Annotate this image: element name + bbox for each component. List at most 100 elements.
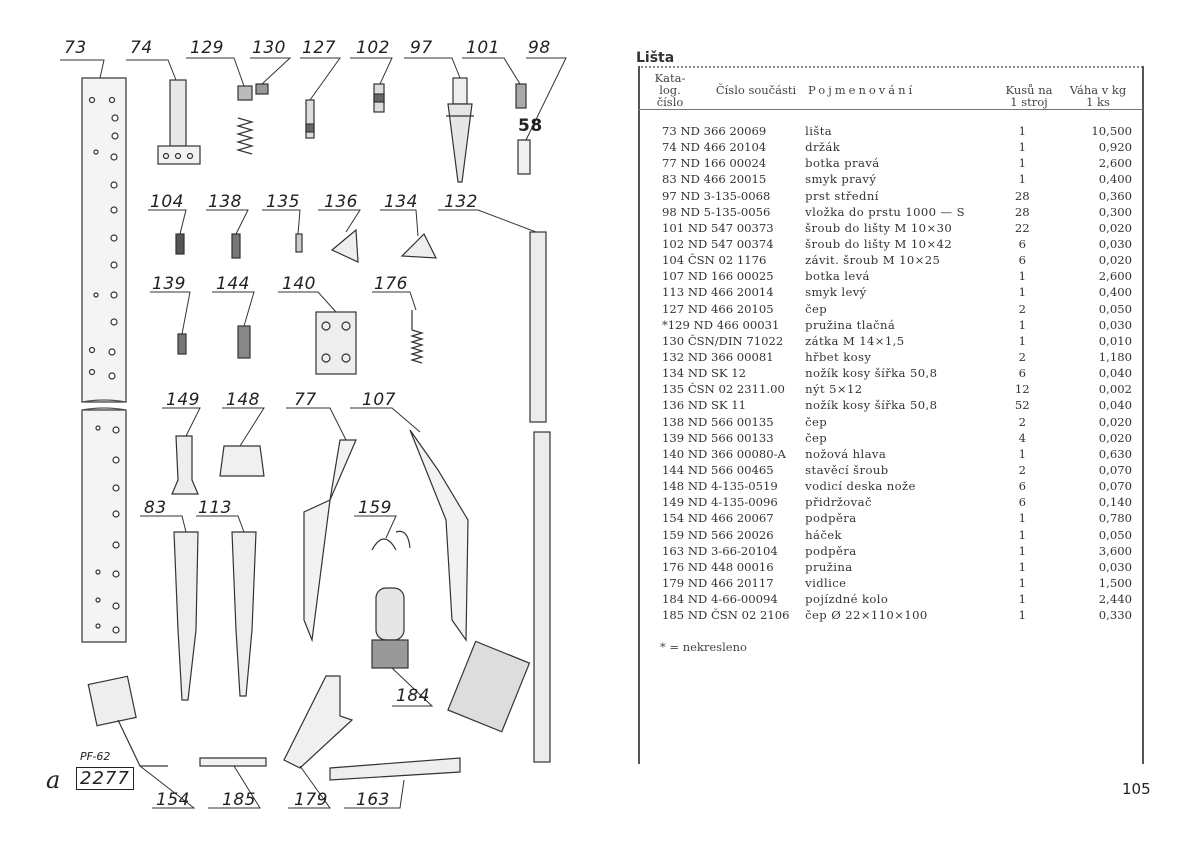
part-97-finger (446, 77, 474, 183)
callout-127: 127 (302, 38, 336, 58)
callout-148: 148 (226, 390, 260, 410)
callout-140: 140 (282, 274, 316, 294)
part-number-cell: 74 ND 466 20104 (662, 140, 767, 155)
part-127-pin (305, 99, 315, 139)
weight-cell: 2,600 (1098, 156, 1132, 171)
quantity-cell: 2 (1018, 414, 1026, 429)
callout-144: 144 (216, 274, 250, 294)
part-name-cell: smyk pravý (805, 172, 877, 187)
part-name-cell: botka pravá (805, 156, 880, 171)
part-154-support (87, 675, 168, 767)
weight-cell: 2,440 (1098, 592, 1132, 607)
callout-77: 77 (294, 390, 317, 410)
quantity-cell: 1 (1018, 576, 1026, 590)
quantity-cell: 28 (1014, 204, 1030, 219)
quantity-cell: 6 (1018, 495, 1026, 510)
part-number-cell: 134 ND SK 12 (662, 366, 746, 381)
callout-163: 163 (356, 790, 390, 810)
callout-138: 138 (208, 192, 242, 212)
part-name-cell: pružina (805, 559, 853, 574)
drawing-number-stamp: 2277 (76, 767, 134, 790)
quantity-cell: 1 (1018, 511, 1026, 526)
part-139-pin (177, 333, 187, 355)
part-130-plug (255, 83, 269, 95)
weight-cell: 0,020 (1098, 253, 1132, 268)
part-name-cell: smyk levý (805, 285, 867, 300)
part-name-cell: závit. šroub M 10×25 (805, 253, 941, 268)
callout-98: 98 (528, 38, 551, 58)
parts-illustration (60, 57, 567, 809)
part-number-cell: 136 ND SK 11 (662, 398, 746, 413)
quantity-cell: 6 (1018, 366, 1026, 381)
header-part-no: Číslo součásti (715, 83, 797, 97)
weight-cell: 0,030 (1098, 559, 1132, 574)
part-name-cell: vodicí deska nože (805, 479, 916, 494)
section-title: Lišta (636, 50, 675, 66)
part-101-screw (515, 83, 527, 109)
part-name-cell: lišta (805, 124, 833, 139)
table-frame-left (638, 66, 640, 764)
quantity-cell: 28 (1014, 188, 1030, 203)
drawing-variant-letter: a (46, 766, 61, 794)
part-name-cell: hřbet kosy (805, 350, 872, 365)
part-135-rivet (295, 233, 303, 253)
header-name: Pojmenování (808, 83, 916, 97)
part-name-cell: zátka M 14×1,5 (805, 333, 905, 348)
footnote: * = nekresleno (660, 640, 747, 654)
weight-cell: 3,600 (1098, 543, 1132, 558)
part-number-cell: 73 ND 366 20069 (662, 124, 767, 139)
part-185-pin (199, 757, 267, 767)
part-159-hook (371, 530, 411, 551)
part-name-cell: prst střední (805, 188, 879, 203)
part-name-cell: nožová hlava (805, 446, 887, 461)
part-136-blade (330, 228, 359, 263)
part-number-cell: 130 ČSN/DIN 71022 (662, 333, 784, 348)
quantity-cell: 6 (1018, 479, 1026, 494)
part-102-screw (373, 83, 385, 113)
part-number-cell: 148 ND 4-135-0519 (662, 479, 778, 494)
part-name-cell: šroub do lišty M 10×42 (805, 237, 953, 252)
callout-136: 136 (324, 192, 358, 212)
weight-cell: 0,002 (1098, 382, 1132, 397)
callout-73: 73 (64, 38, 87, 58)
header-weight: Váha v kg 1 ks (1069, 83, 1127, 109)
part-number-cell: 97 ND 3-135-0068 (662, 188, 771, 203)
weight-cell: 0,140 (1098, 495, 1132, 510)
part-134-blade (400, 232, 438, 259)
quantity-cell: 52 (1014, 398, 1030, 413)
quantity-cell: 22 (1014, 220, 1030, 235)
weight-cell: 0,040 (1098, 366, 1132, 381)
part-name-cell: vložka do prstu 1000 — S (805, 204, 965, 219)
weight-cell: 0,020 (1098, 430, 1132, 445)
header-qty: Kusů na 1 stroj (1005, 83, 1053, 109)
part-name-cell: nýt 5×12 (805, 382, 863, 397)
part-name-cell: háček (805, 527, 842, 542)
quantity-cell: 1 (1018, 124, 1026, 139)
quantity-cell: 4 (1018, 430, 1026, 445)
part-name-cell: nožík kosy šířka 50,8 (805, 366, 938, 381)
quantity-cell: 6 (1018, 253, 1026, 268)
quantity-cell: 1 (1018, 156, 1026, 171)
weight-cell: 0,630 (1098, 446, 1132, 461)
quantity-cell: 1 (1018, 317, 1026, 332)
part-number-cell: 135 ČSN 02 2311.00 (662, 382, 785, 397)
part-113-skid (231, 531, 257, 697)
quantity-cell: 1 (1018, 608, 1026, 623)
part-name-cell: stavěcí šroub (805, 463, 889, 478)
weight-cell: 0,300 (1098, 204, 1132, 219)
weight-cell: 0,050 (1098, 527, 1132, 542)
weight-cell: 0,030 (1098, 317, 1132, 332)
weight-cell: 2,600 (1098, 269, 1132, 284)
drawing-code-prefix: PF-62 (80, 750, 111, 763)
